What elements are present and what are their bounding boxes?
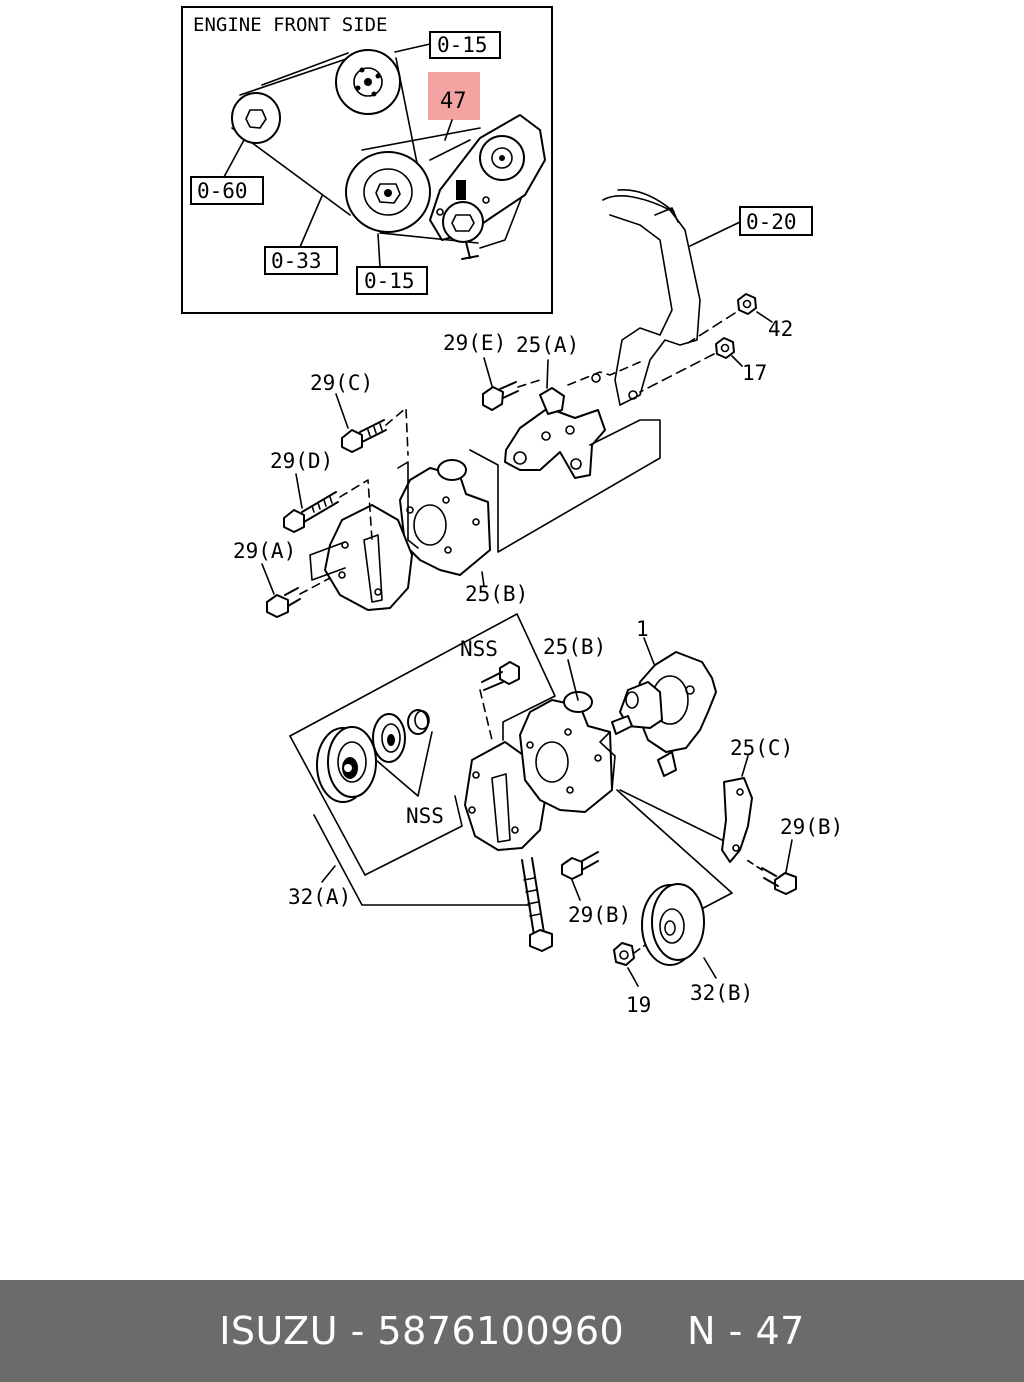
parts-diagram: ENGINE FRONT SIDE: [181, 6, 843, 1017]
highlight-box: [428, 72, 480, 120]
ref-0-33[interactable]: 0-33: [271, 249, 322, 273]
callout-42[interactable]: 42: [768, 317, 793, 341]
callout-29b-right[interactable]: 29(B): [780, 815, 843, 839]
callout-29b-bottom[interactable]: 29(B): [568, 903, 631, 927]
long-bolt-icon: [521, 857, 553, 952]
footer-part-number: 5876100960: [377, 1309, 625, 1353]
bracket-25c-icon: [721, 777, 753, 863]
callout-29c[interactable]: 29(C): [310, 371, 373, 395]
ref-0-60[interactable]: 0-60: [197, 179, 248, 203]
callout-1[interactable]: 1: [636, 617, 649, 641]
callout-25b-bottom[interactable]: 25(B): [543, 635, 606, 659]
bolt-29a-icon: [266, 587, 301, 618]
exploded-frame-top: [289, 613, 556, 741]
bracket-25b-upper-icon: [399, 459, 491, 576]
callout-19[interactable]: 19: [626, 993, 651, 1017]
ref-box-0-15-bottom: [356, 266, 428, 295]
ref-0-15-bottom[interactable]: 0-15: [364, 269, 415, 293]
ref-box-0-20: [739, 206, 813, 236]
pulley-32a-icon: [316, 726, 377, 803]
callout-47[interactable]: 47: [440, 89, 467, 114]
footer-page-prefix: N: [687, 1309, 717, 1353]
exploded-frame-left: [289, 735, 463, 876]
callout-25c[interactable]: 25(C): [730, 736, 793, 760]
bolt-29d-icon: [283, 491, 339, 533]
nss-spacer-icon: [407, 709, 430, 735]
footer-separator: -: [350, 1309, 365, 1353]
exploded-frame-bottom: [313, 814, 531, 906]
left-idler-pulley-icon: [231, 92, 281, 144]
exploded-frame-right: [616, 789, 733, 916]
inset-title: ENGINE FRONT SIDE: [193, 14, 387, 36]
callout-nss-top[interactable]: NSS: [460, 637, 498, 661]
bracket-25b-lower-icon: [519, 691, 613, 813]
bracket-25a-icon: [504, 387, 606, 479]
callout-25a[interactable]: 25(A): [516, 333, 579, 357]
ref-0-15-top[interactable]: 0-15: [437, 33, 488, 57]
footer-page-number: 47: [755, 1309, 805, 1353]
power-steering-pump-icon: [611, 651, 717, 777]
callout-25b-top[interactable]: 25(B): [465, 582, 528, 606]
engine-front-side-inset: ENGINE FRONT SIDE: [181, 6, 553, 314]
ref-box-0-33: [264, 246, 338, 275]
callout-17[interactable]: 17: [742, 361, 767, 385]
ref-box-0-15-top: [429, 31, 501, 59]
callout-29a[interactable]: 29(A): [233, 539, 296, 563]
footer-page-separator: -: [728, 1309, 743, 1353]
engine-frame-outline: [591, 189, 701, 406]
belt-inner: [361, 57, 481, 244]
tensioner-assembly-icon: [429, 114, 546, 260]
top-pulley-icon: [335, 49, 401, 115]
ref-box-0-60: [190, 176, 264, 205]
pulley-32b-icon: [641, 883, 705, 966]
bolt-29b-bottom-icon: [561, 851, 599, 880]
nut-42-icon: [737, 293, 757, 315]
nss-bolt-icon: [481, 661, 520, 691]
bolt-29c-icon: [341, 419, 387, 453]
callout-nss-bottom[interactable]: NSS: [406, 804, 444, 828]
callout-32a[interactable]: 32(A): [288, 885, 351, 909]
ref-0-20[interactable]: 0-20: [746, 210, 797, 234]
nss-washer-icon: [372, 713, 406, 763]
footer-bar: ISUZU - 5876100960 N - 47: [0, 1280, 1024, 1382]
bolt-29e-icon: [482, 381, 519, 411]
footer-brand: ISUZU: [219, 1309, 339, 1353]
nut-17-icon: [715, 337, 735, 359]
nut-19-icon: [613, 942, 635, 966]
bolt-29b-right-icon: [761, 867, 797, 895]
callout-32b[interactable]: 32(B): [690, 981, 753, 1005]
leader-47: [444, 119, 453, 141]
front-plate-upper-icon: [324, 504, 413, 611]
crank-pulley-icon: [345, 151, 431, 233]
callout-29e[interactable]: 29(E): [443, 331, 506, 355]
callout-29d[interactable]: 29(D): [270, 449, 333, 473]
